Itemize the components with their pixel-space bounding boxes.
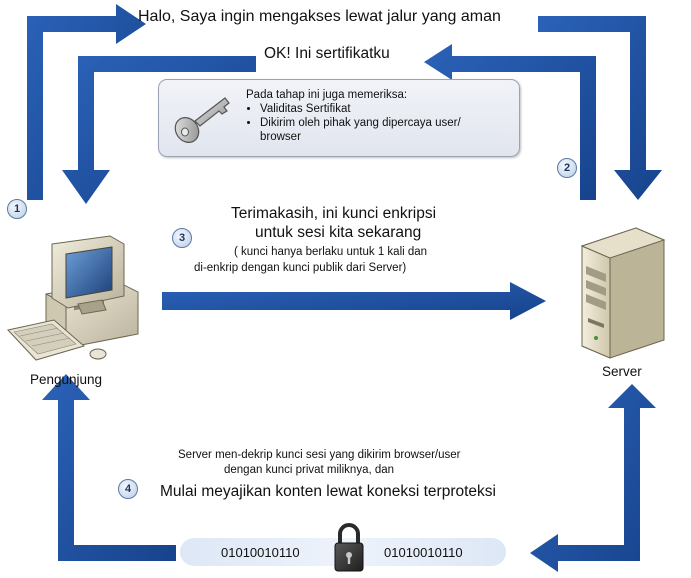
step-number-4: 4 [118,479,138,499]
server-tower-icon [580,227,666,359]
step-number-1: 1 [7,199,27,219]
padlock-icon [334,523,364,572]
server-label: Server [602,364,642,379]
step3-message-line2: untuk sesi kita sekarang [255,224,422,241]
step2-arrow-up [424,44,596,200]
check-item-trusted-issuer: Dikirim oleh pihak yang dipercaya user/ [260,116,461,130]
step1-arrow-return [538,16,662,200]
step4-message-line3: Mulai meyajikan konten lewat koneksi ter… [160,483,496,500]
step4-arrow-right [530,384,656,572]
binary-left: 01010010110 [221,545,300,560]
binary-right: 01010010110 [384,545,463,560]
check-list: Pada tahap ini juga memeriksa: Validitas… [246,88,461,144]
check-item-validity: Validitas Sertifikat [260,102,461,116]
step4-arrow-left [42,374,176,561]
check-list-title: Pada tahap ini juga memeriksa: [246,89,408,101]
client-label: Pengunjung [30,372,103,387]
step3-arrow [162,282,546,320]
check-item-continuation: browser [260,131,301,143]
step1-arrow-body [27,4,146,200]
key-icon [174,97,230,143]
step-number-2: 2 [557,158,577,178]
step1-message: Halo, Saya ingin mengakses lewat jalur y… [138,8,501,25]
step-number-3: 3 [172,228,192,248]
step3-note-line2: di-enkrip dengan kunci publik dari Serve… [194,262,407,274]
step2-arrow-down [62,56,256,204]
step4-message-line1: Server men-dekrip kunci sesi yang dikiri… [178,449,461,461]
step4-message-line2: dengan kunci privat miliknya, dan [224,464,395,476]
desktop-computer-icon [7,235,139,361]
step3-message-line1: Terimakasih, ini kunci enkripsi [231,205,437,222]
step2-message: OK! Ini sertifikatku [264,45,390,62]
certificate-check-box: Pada tahap ini juga memeriksa: Validitas… [158,79,520,157]
step3-note-line1: ( kunci hanya berlaku untuk 1 kali dan [234,246,428,258]
